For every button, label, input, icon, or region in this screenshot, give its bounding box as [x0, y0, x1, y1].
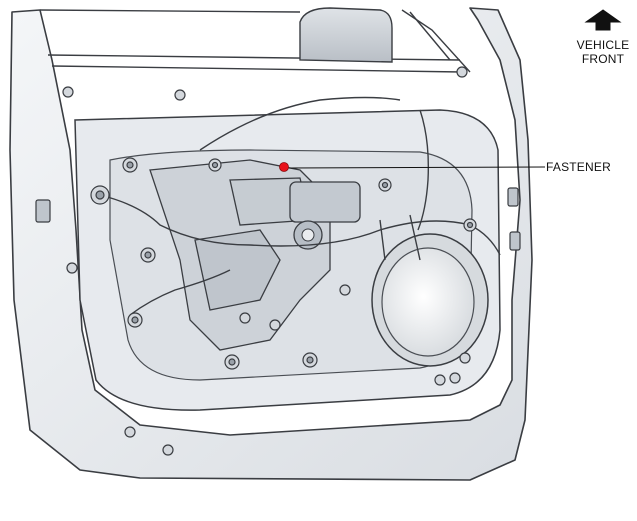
fastener-callout-label: FASTENER — [546, 160, 611, 174]
fastener-highlight-dot — [279, 162, 289, 172]
fastener-leader-line — [288, 166, 546, 169]
speaker — [371, 233, 489, 367]
window-channel — [39, 9, 471, 73]
up-arrow-icon — [584, 9, 622, 31]
vehicle-front-line1: VEHICLE — [576, 38, 630, 52]
hinge-brackets — [35, 187, 521, 251]
vehicle-front-label: VEHICLE FRONT — [574, 38, 632, 66]
door-outer-frame — [9, 7, 533, 481]
mirror-mount — [299, 7, 393, 63]
wiring-harness — [99, 96, 501, 316]
vehicle-front-line2: FRONT — [581, 52, 625, 66]
regulator-motor — [289, 181, 361, 250]
panel-bolts — [62, 66, 477, 456]
